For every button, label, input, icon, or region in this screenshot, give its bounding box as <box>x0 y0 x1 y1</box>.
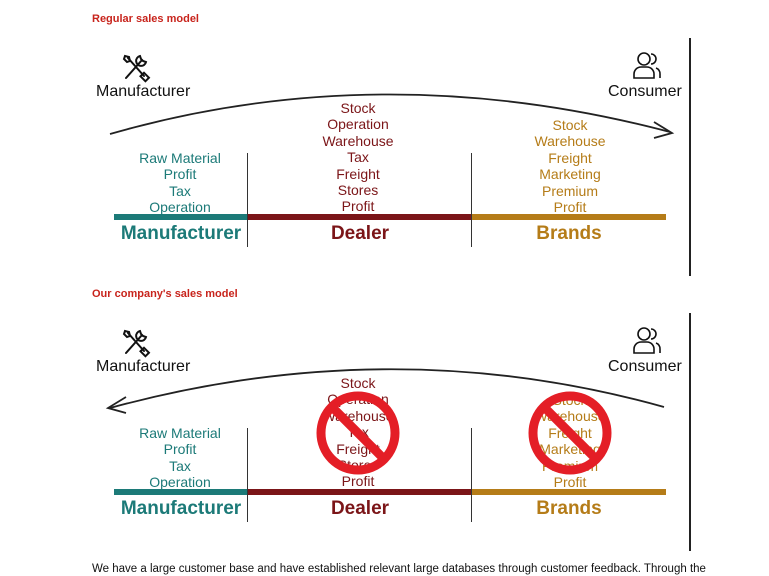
cost-item: Stock <box>340 100 376 116</box>
cost-item: Operation <box>327 116 389 133</box>
cost-item: Operation <box>149 474 211 491</box>
no-sign-icon <box>528 391 612 475</box>
company-sales-diagram: Manufacturer Consumer Raw Material Profi… <box>92 313 692 553</box>
segment-dealer: Dealer <box>330 223 390 244</box>
cost-item: Marketing <box>539 166 601 183</box>
cost-item: Tax <box>169 457 191 474</box>
manufacturer-costs: Raw Material Profit Tax Operation <box>120 150 240 216</box>
cost-item: Tax <box>169 182 191 199</box>
divider <box>247 428 248 522</box>
cost-item: Profit <box>553 474 587 491</box>
segment-brands: Brands <box>536 223 602 244</box>
tools-icon <box>122 54 151 83</box>
segment-dealer: Dealer <box>330 498 390 519</box>
left-end-label: Manufacturer <box>96 83 191 100</box>
divider <box>471 153 472 247</box>
right-end-label: Consumer <box>608 358 682 375</box>
dealer-bar <box>248 214 472 220</box>
cost-item: Profit <box>163 166 197 183</box>
flow-arrow-right <box>109 93 675 139</box>
cost-item: Stores <box>337 182 379 199</box>
user-icon <box>633 327 661 354</box>
section-title-regular: Regular sales model <box>92 13 199 25</box>
brands-bar <box>472 214 666 220</box>
user-icon <box>633 52 661 79</box>
body-paragraph: We have a large customer base and have e… <box>92 563 706 575</box>
cost-item: Premium <box>541 182 598 199</box>
cost-item: Stock <box>340 375 376 391</box>
dealer-costs: Stock Operation Warehouse Tax Freight St… <box>298 100 418 215</box>
section-title-company: Our company's sales model <box>92 288 238 300</box>
cost-item: Freight <box>336 165 380 182</box>
tools-icon <box>122 329 151 358</box>
divider <box>471 428 472 522</box>
cost-item: Profit <box>553 199 587 216</box>
cost-item: Profit <box>341 473 375 490</box>
regular-sales-diagram: Manufacturer Consumer Raw Material Profi… <box>92 38 692 278</box>
cost-item: Stock <box>552 117 588 133</box>
cost-item: Freight <box>548 149 592 166</box>
left-end-label: Manufacturer <box>96 358 191 375</box>
cost-item: Raw Material <box>139 425 221 441</box>
brands-costs: Stock Warehouse Freight Marketing Premiu… <box>510 117 630 215</box>
flow-arrow-left <box>105 368 665 414</box>
brands-bar <box>472 489 666 495</box>
segment-brands: Brands <box>536 498 602 519</box>
right-border-line <box>689 38 691 276</box>
segment-manufacturer: Manufacturer <box>120 223 242 244</box>
cost-item: Profit <box>341 198 375 215</box>
cost-item: Warehouse <box>534 133 606 150</box>
segment-manufacturer: Manufacturer <box>120 498 242 519</box>
divider <box>247 153 248 247</box>
manufacturer-bar <box>114 214 248 220</box>
cost-item: Operation <box>149 199 211 216</box>
cost-item: Raw Material <box>139 150 221 166</box>
right-border-line <box>689 313 691 551</box>
dealer-bar <box>248 489 472 495</box>
cost-item: Warehouse <box>322 132 394 149</box>
no-sign-icon <box>316 391 400 475</box>
cost-item: Tax <box>347 149 369 166</box>
manufacturer-bar <box>114 489 248 495</box>
right-end-label: Consumer <box>608 83 682 100</box>
manufacturer-costs: Raw Material Profit Tax Operation <box>120 425 240 491</box>
cost-item: Profit <box>163 441 197 458</box>
